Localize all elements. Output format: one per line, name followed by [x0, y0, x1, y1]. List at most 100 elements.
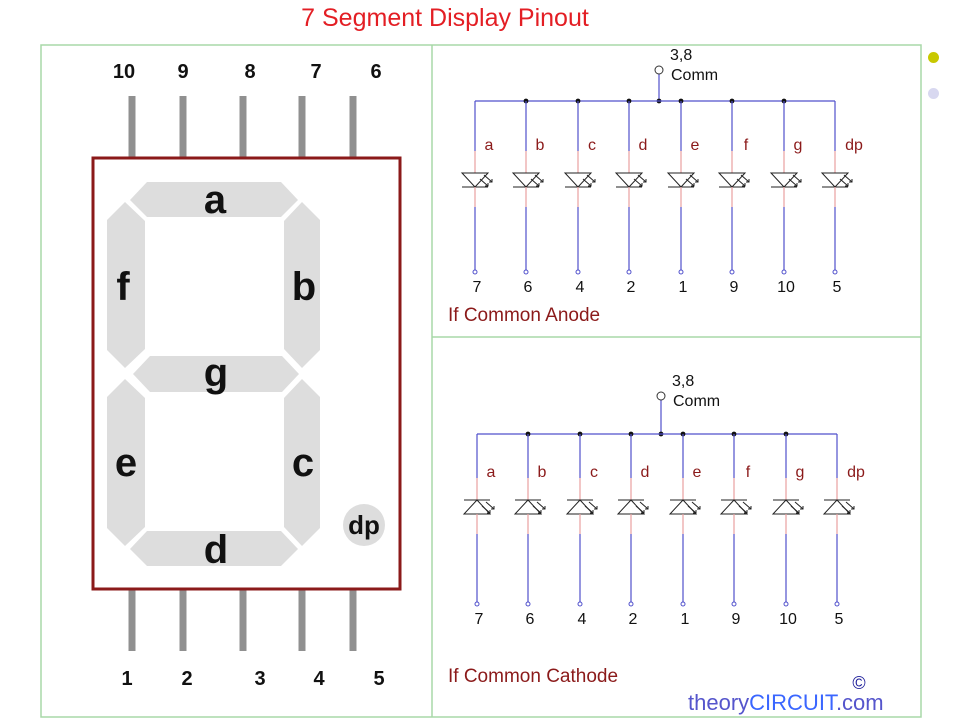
schematic-segment-label: f: [744, 137, 749, 154]
pin-terminal: [523, 269, 529, 275]
bottom-pin-label: 4: [313, 668, 325, 690]
top-pin-label: 6: [370, 61, 381, 83]
schematic-segment-label: dp: [845, 137, 863, 154]
segment-dp: [343, 504, 385, 546]
display-pin: [128, 589, 136, 651]
schematic-segment-label: f: [746, 464, 751, 481]
display-pin: [349, 96, 357, 158]
schematic-pin-label: 9: [730, 279, 739, 296]
segment-label-c: c: [292, 441, 314, 485]
schematic-segment-label: a: [487, 464, 496, 481]
schematic-segment-label: g: [794, 137, 803, 154]
schematic-segment-label: b: [536, 137, 545, 154]
bullet-icon: [928, 88, 939, 99]
common-terminal: [656, 391, 666, 401]
led-symbol: [614, 172, 647, 188]
schematic-pin-label: 10: [779, 611, 797, 628]
copyright-symbol: ©: [852, 673, 865, 693]
schematic-pin-label: 6: [524, 279, 533, 296]
segment-label-b: b: [292, 265, 316, 309]
schematic-pin-label: 10: [777, 279, 795, 296]
display-pin: [239, 589, 247, 651]
bottom-pin-label: 2: [181, 668, 192, 690]
top-pin-label: 9: [177, 61, 188, 83]
schematic-segment-label: e: [691, 137, 700, 154]
schematic-segment-label: c: [588, 137, 596, 154]
led-symbol: [668, 499, 701, 515]
segment-label-dp: dp: [348, 510, 380, 540]
common-terminal: [654, 65, 664, 75]
bottom-pin-label: 5: [373, 668, 384, 690]
segment-c: [284, 379, 320, 546]
schematic-caption: If Common Anode: [448, 305, 600, 326]
display-pin: [349, 589, 357, 651]
led-symbol: [822, 499, 855, 515]
display-pin: [239, 96, 247, 158]
pin-terminal: [783, 601, 789, 607]
diagram-frame: [40, 44, 922, 718]
schematic-segment-label: d: [641, 464, 650, 481]
schematic-segment-label: d: [639, 137, 648, 154]
pin-terminal: [626, 269, 632, 275]
schematic-caption: If Common Cathode: [448, 666, 618, 687]
brand-text: theoryCIRCUIT.com: [688, 690, 884, 715]
schematic-pin-label: 7: [475, 611, 484, 628]
schematic-segment-label: c: [590, 464, 598, 481]
pin-terminal: [832, 269, 838, 275]
segment-a: [130, 182, 298, 217]
segment-label-a: a: [204, 178, 227, 222]
schematic-pin-label: 5: [835, 611, 844, 628]
display-pin: [179, 96, 187, 158]
common-pins-label: 3,8: [672, 373, 694, 390]
schematic-segment-label: b: [538, 464, 547, 481]
pin-terminal: [729, 269, 735, 275]
pin-terminal: [781, 269, 787, 275]
pin-terminal: [474, 601, 480, 607]
led-symbol: [769, 172, 802, 188]
pin-terminal: [577, 601, 583, 607]
pin-terminal: [731, 601, 737, 607]
pin-terminal: [472, 269, 478, 275]
pin-terminal: [678, 269, 684, 275]
top-pin-label: 7: [310, 61, 321, 83]
common-label: Comm: [671, 67, 718, 84]
segment-label-d: d: [204, 528, 228, 572]
segment-b: [284, 202, 320, 368]
led-symbol: [717, 172, 750, 188]
schematic-pin-label: 5: [833, 279, 842, 296]
top-pin-label: 10: [113, 61, 135, 83]
segment-g: [133, 356, 299, 392]
common-pins-label: 3,8: [670, 47, 692, 64]
top-pin-label: 8: [244, 61, 255, 83]
schematic-segment-label: e: [693, 464, 702, 481]
brand-part2: CIRCUIT: [749, 690, 838, 715]
segment-f: [107, 202, 145, 368]
common-label: Comm: [673, 393, 720, 410]
display-pin: [128, 96, 136, 158]
bottom-pin-label: 3: [254, 668, 265, 690]
display-pin: [179, 589, 187, 651]
schematic-pin-label: 6: [526, 611, 535, 628]
brand-part3: .com: [836, 690, 884, 715]
led-symbol: [513, 499, 546, 515]
segment-label-f: f: [116, 265, 130, 309]
led-symbol: [666, 172, 699, 188]
schematic-pin-label: 2: [627, 279, 636, 296]
segment-label-e: e: [115, 441, 137, 485]
led-symbol: [719, 499, 752, 515]
schematic-pin-label: 2: [629, 611, 638, 628]
schematic-pin-label: 1: [679, 279, 688, 296]
pin-terminal: [575, 269, 581, 275]
schematic-pin-label: 4: [576, 279, 585, 296]
page-title: 7 Segment Display Pinout: [301, 4, 589, 32]
pin-terminal: [525, 601, 531, 607]
display-pin: [298, 96, 306, 158]
led-symbol: [511, 172, 544, 188]
segment-d: [130, 531, 298, 566]
schematic-pin-label: 4: [578, 611, 587, 628]
segment-e: [107, 379, 145, 546]
schematic-pin-label: 1: [681, 611, 690, 628]
